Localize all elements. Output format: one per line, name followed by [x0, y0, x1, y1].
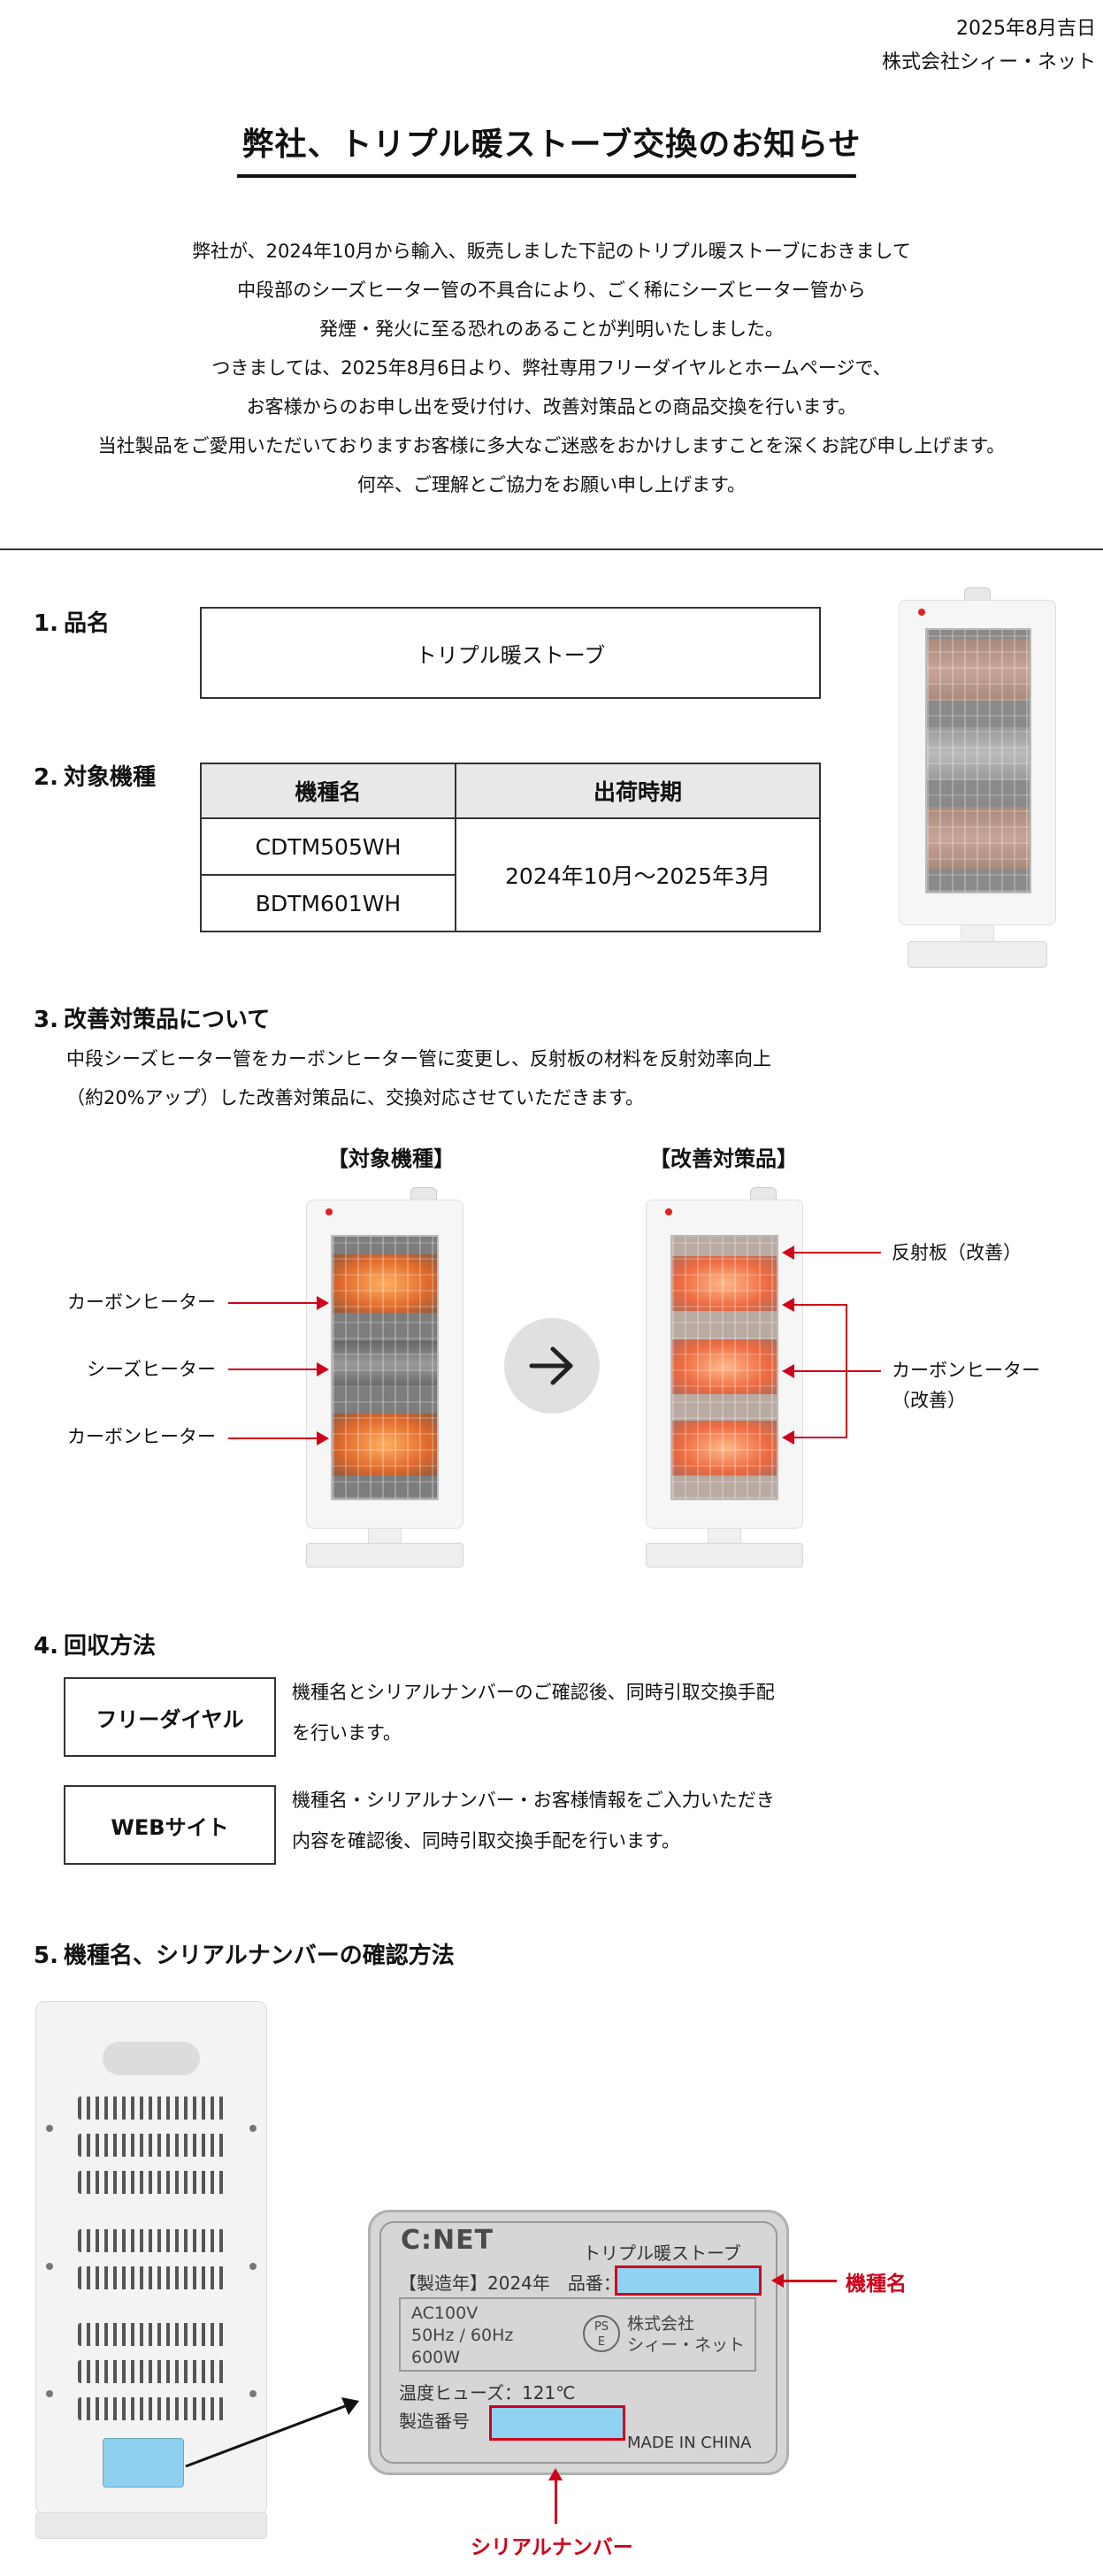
- intro-line: 何卒、ご理解とご協力をお願い申し上げます。: [357, 474, 746, 495]
- intro-line: お客様からのお申し出を受け付け、改善対策品との商品交換を行います。: [246, 396, 857, 418]
- callout-carbon-heater-improved: カーボンヒーター （改善）: [892, 1360, 1040, 1411]
- callout-reflector: 反射板（改善）: [892, 1242, 1022, 1263]
- serial-number-label: シリアルナンバー: [471, 2536, 633, 2559]
- plate-product-name: トリプル暖ストーブ: [583, 2242, 741, 2264]
- pse-mark-icon: PS E: [583, 2315, 620, 2352]
- after-label: 【改善対策品】: [649, 1146, 798, 1171]
- before-label: 【対象機種】: [327, 1146, 455, 1171]
- power-indicator-icon: [918, 609, 925, 616]
- section-4-heading: 4.回収方法: [34, 1628, 156, 1660]
- transition-arrow: [504, 1318, 600, 1414]
- section-title: 改善対策品について: [63, 1007, 271, 1033]
- description-line: 中段シーズヒーター管をカーボンヒーター管に変更し、反射板の材料を反射効率向上: [66, 1048, 771, 1070]
- shipping-period-cell: 2024年10月～2025年3月: [455, 817, 821, 932]
- carry-handle: [103, 2042, 200, 2075]
- section-title: 品名: [63, 610, 110, 637]
- product-name: トリプル暖ストーブ: [415, 642, 606, 668]
- heater-base: [908, 941, 1047, 968]
- table-row: CDTM505WH 2024年10月～2025年3月: [200, 817, 821, 932]
- intro-line: 中段部のシーズヒーター管の不具合により、ごく稀にシーズヒーター管から: [237, 280, 866, 301]
- heater-grille: [925, 628, 1031, 893]
- callout-sheathed-heater: シーズヒーター: [87, 1359, 216, 1380]
- section-5-heading: 5.機種名、シリアルナンバーの確認方法: [34, 1937, 455, 1970]
- section-3-heading: 3.改善対策品について: [34, 1001, 270, 1034]
- intro-line: 弊社が、2024年10月から輸入、販売しました下記のトリプル暖ストーブにおきまし…: [192, 241, 911, 262]
- arrow-right-icon: [317, 1296, 329, 1310]
- callout-carbon-heater-top: カーボンヒーター: [67, 1292, 216, 1313]
- column-header-period: 出荷時期: [455, 763, 821, 819]
- callout-carbon-heater-bottom: カーボンヒーター: [67, 1426, 216, 1447]
- arrow-left-icon: [782, 1298, 794, 1312]
- improvement-description: 中段シーズヒーター管をカーボンヒーター管に変更し、反射板の材料を反射効率向上 （…: [66, 1039, 771, 1117]
- section-2-heading: 2.対象機種: [34, 759, 156, 792]
- title-underline: [237, 174, 856, 178]
- model-name-cell: CDTM505WH: [200, 817, 456, 876]
- section-number: 2.: [34, 764, 58, 791]
- section-title: 回収方法: [63, 1633, 156, 1660]
- spec-box: AC100V 50Hz / 60Hz 600W PS E 株式会社 シィー・ネッ…: [399, 2297, 756, 2372]
- pointer-arrow-icon: [185, 2397, 359, 2468]
- product-name-box: トリプル暖ストーブ: [200, 607, 821, 699]
- plate-fuse: 温度ヒューズ：121℃: [399, 2382, 576, 2404]
- power-indicator-icon: [326, 1208, 333, 1215]
- arrow-left-icon: [782, 1246, 794, 1260]
- intro-line: 発煙・発火に至る恐れのあることが判明いたしました。: [319, 318, 784, 340]
- model-number-field: [615, 2266, 762, 2296]
- arrow-right-icon: [317, 1362, 329, 1376]
- plate-maker: 株式会社 シィー・ネット: [627, 2314, 746, 2355]
- arrow-right-icon: [317, 1431, 329, 1445]
- heater-grille: [331, 1235, 439, 1500]
- section-number: 1.: [34, 610, 58, 637]
- free-dial-method-box: フリーダイヤル: [64, 1677, 276, 1757]
- section-1-heading: 1.品名: [34, 605, 110, 638]
- plate-serial-label: 製造番号: [399, 2411, 470, 2432]
- brand-logo: C:NET: [401, 2225, 494, 2256]
- method-label: フリーダイヤル: [96, 1706, 244, 1732]
- rating-plate: C:NET トリプル暖ストーブ 【製造年】2024年 品番： AC100V 50…: [368, 2210, 789, 2475]
- method-label: WEBサイト: [111, 1814, 229, 1840]
- table-row: BDTM601WH: [200, 874, 820, 932]
- arrow-left-icon: [771, 2273, 784, 2288]
- intro-paragraph: 弊社が、2024年10月から輸入、販売しました下記のトリプル暖ストーブにおきまし…: [0, 232, 1103, 504]
- rating-label-location: [103, 2438, 184, 2488]
- plate-made-in: MADE IN CHINA: [627, 2434, 752, 2452]
- issue-date: 2025年8月吉日: [956, 18, 1096, 40]
- table-header-row: 機種名 出荷時期: [200, 763, 821, 819]
- page-title: 弊社、トリプル暖ストーブ交換のお知らせ: [241, 126, 862, 163]
- section-number: 3.: [34, 1007, 58, 1033]
- arrow-left-icon: [782, 1364, 794, 1378]
- free-dial-description: 機種名とシリアルナンバーのご確認後、同時引取交換手配 を行います。: [292, 1682, 775, 1744]
- section-number: 5.: [34, 1943, 58, 1969]
- heater-product-image: [899, 587, 1056, 970]
- column-header-model: 機種名: [200, 763, 456, 819]
- model-name-cell: BDTM601WH: [200, 874, 456, 932]
- arrow-left-icon: [782, 1430, 794, 1445]
- date-block: 2025年8月吉日 株式会社シィー・ネット: [882, 12, 1096, 80]
- serial-number-field: [489, 2405, 625, 2441]
- description-line: （約20%アップ）した改善対策品に、交換対応させていただきます。: [66, 1087, 644, 1108]
- intro-line: つきましては、2025年8月6日より、弊社専用フリーダイヤルとホームページで、: [211, 357, 892, 379]
- heater-before-image: [306, 1187, 463, 1569]
- section-title: 機種名、シリアルナンバーの確認方法: [63, 1943, 455, 1969]
- model-name-label: 機種名: [846, 2273, 907, 2296]
- heater-after-image: [646, 1187, 803, 1569]
- plate-year-line: 【製造年】2024年 品番：: [399, 2273, 621, 2294]
- arrow-up-icon: [548, 2468, 563, 2480]
- web-site-method-box: WEBサイト: [64, 1785, 276, 1865]
- section-title: 対象機種: [63, 764, 156, 791]
- spec-lines: AC100V 50Hz / 60Hz 600W: [411, 2304, 514, 2367]
- section-number: 4.: [34, 1633, 58, 1660]
- arrow-right-icon: [529, 1346, 573, 1385]
- company-name: 株式会社シィー・ネット: [881, 51, 1096, 73]
- web-site-description: 機種名・シリアルナンバー・お客様情報をご入力いただき 内容を確認後、同時引取交換…: [292, 1790, 775, 1852]
- power-indicator-icon: [665, 1208, 672, 1215]
- section-divider: [0, 548, 1103, 550]
- intro-line: 当社製品をご愛用いただいておりますお客様に多大なご迷惑をおかけしますことを深くお…: [97, 435, 1006, 456]
- heater-grille: [670, 1235, 778, 1500]
- heater-back-image: [35, 2001, 267, 2541]
- model-table: 機種名 出荷時期 CDTM505WH 2024年10月～2025年3月 BDTM…: [200, 763, 821, 932]
